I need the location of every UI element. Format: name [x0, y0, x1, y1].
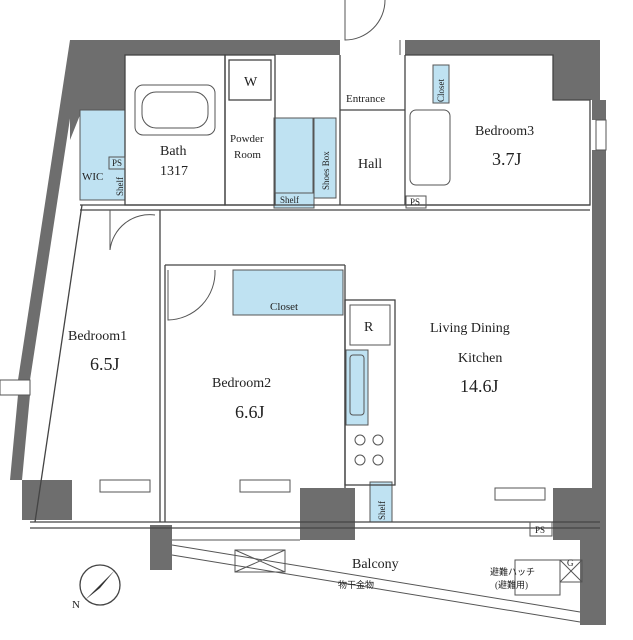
bath-size: 1317: [160, 164, 188, 179]
bedroom1-size: 6.5J: [90, 354, 120, 374]
bedroom3-label: Bedroom3: [475, 124, 534, 139]
evac-label-1: 避難ハッチ: [490, 566, 535, 577]
north-arrow: N: [72, 564, 121, 611]
ps-hall-label: PS: [410, 197, 420, 207]
evac-label-2: (避難用): [495, 579, 528, 590]
wic-label: WIC: [82, 171, 103, 183]
fixtures: [99, 84, 583, 623]
bedroom2-size: 6.6J: [235, 402, 265, 422]
door-swings: [0, 0, 607, 396]
washer-label: W: [244, 75, 258, 90]
balcony-label: Balcony: [352, 557, 399, 572]
shelf-hall-label: Shelf: [280, 195, 299, 205]
ps-boxes: [108, 156, 553, 537]
refrigerator-label: R: [364, 320, 374, 335]
bedroom3-size: 3.7J: [492, 149, 522, 169]
interior-walls: [30, 54, 600, 529]
g-label: G: [567, 558, 574, 568]
bedroom2-label: Bedroom2: [212, 376, 271, 391]
ldk-label-2: Kitchen: [458, 351, 502, 366]
closet-bedroom3-label: Closet: [436, 78, 446, 102]
shelf-wic-label: Shelf: [115, 177, 125, 196]
powder-room-label-2: Room: [234, 149, 261, 161]
closet-bedroom2-label: Closet: [270, 301, 298, 313]
bath-label: Bath: [160, 144, 186, 159]
powder-room-label-1: Powder: [230, 133, 264, 145]
ps-ldk-label: PS: [535, 525, 545, 535]
ldk-size: 14.6J: [460, 376, 499, 396]
shoes-box-label: Shoes Box: [321, 151, 331, 190]
compass-circle: [79, 564, 121, 606]
ldk-label-1: Living Dining: [430, 321, 510, 336]
hall-label: Hall: [358, 157, 382, 172]
balcony-note: 物干金物: [338, 579, 374, 590]
ps-wic-label: PS: [112, 158, 122, 168]
north-pointer-icon: [85, 570, 115, 600]
storage-areas: [79, 64, 450, 523]
entrance-label: Entrance: [346, 93, 385, 105]
room-labels: Bath 1317 Powder Room W Entrance Hall Sh…: [68, 75, 574, 590]
bedroom1-label: Bedroom1: [68, 329, 127, 344]
shelf-kitchen-label: Shelf: [377, 501, 387, 520]
north-label: N: [72, 599, 80, 611]
